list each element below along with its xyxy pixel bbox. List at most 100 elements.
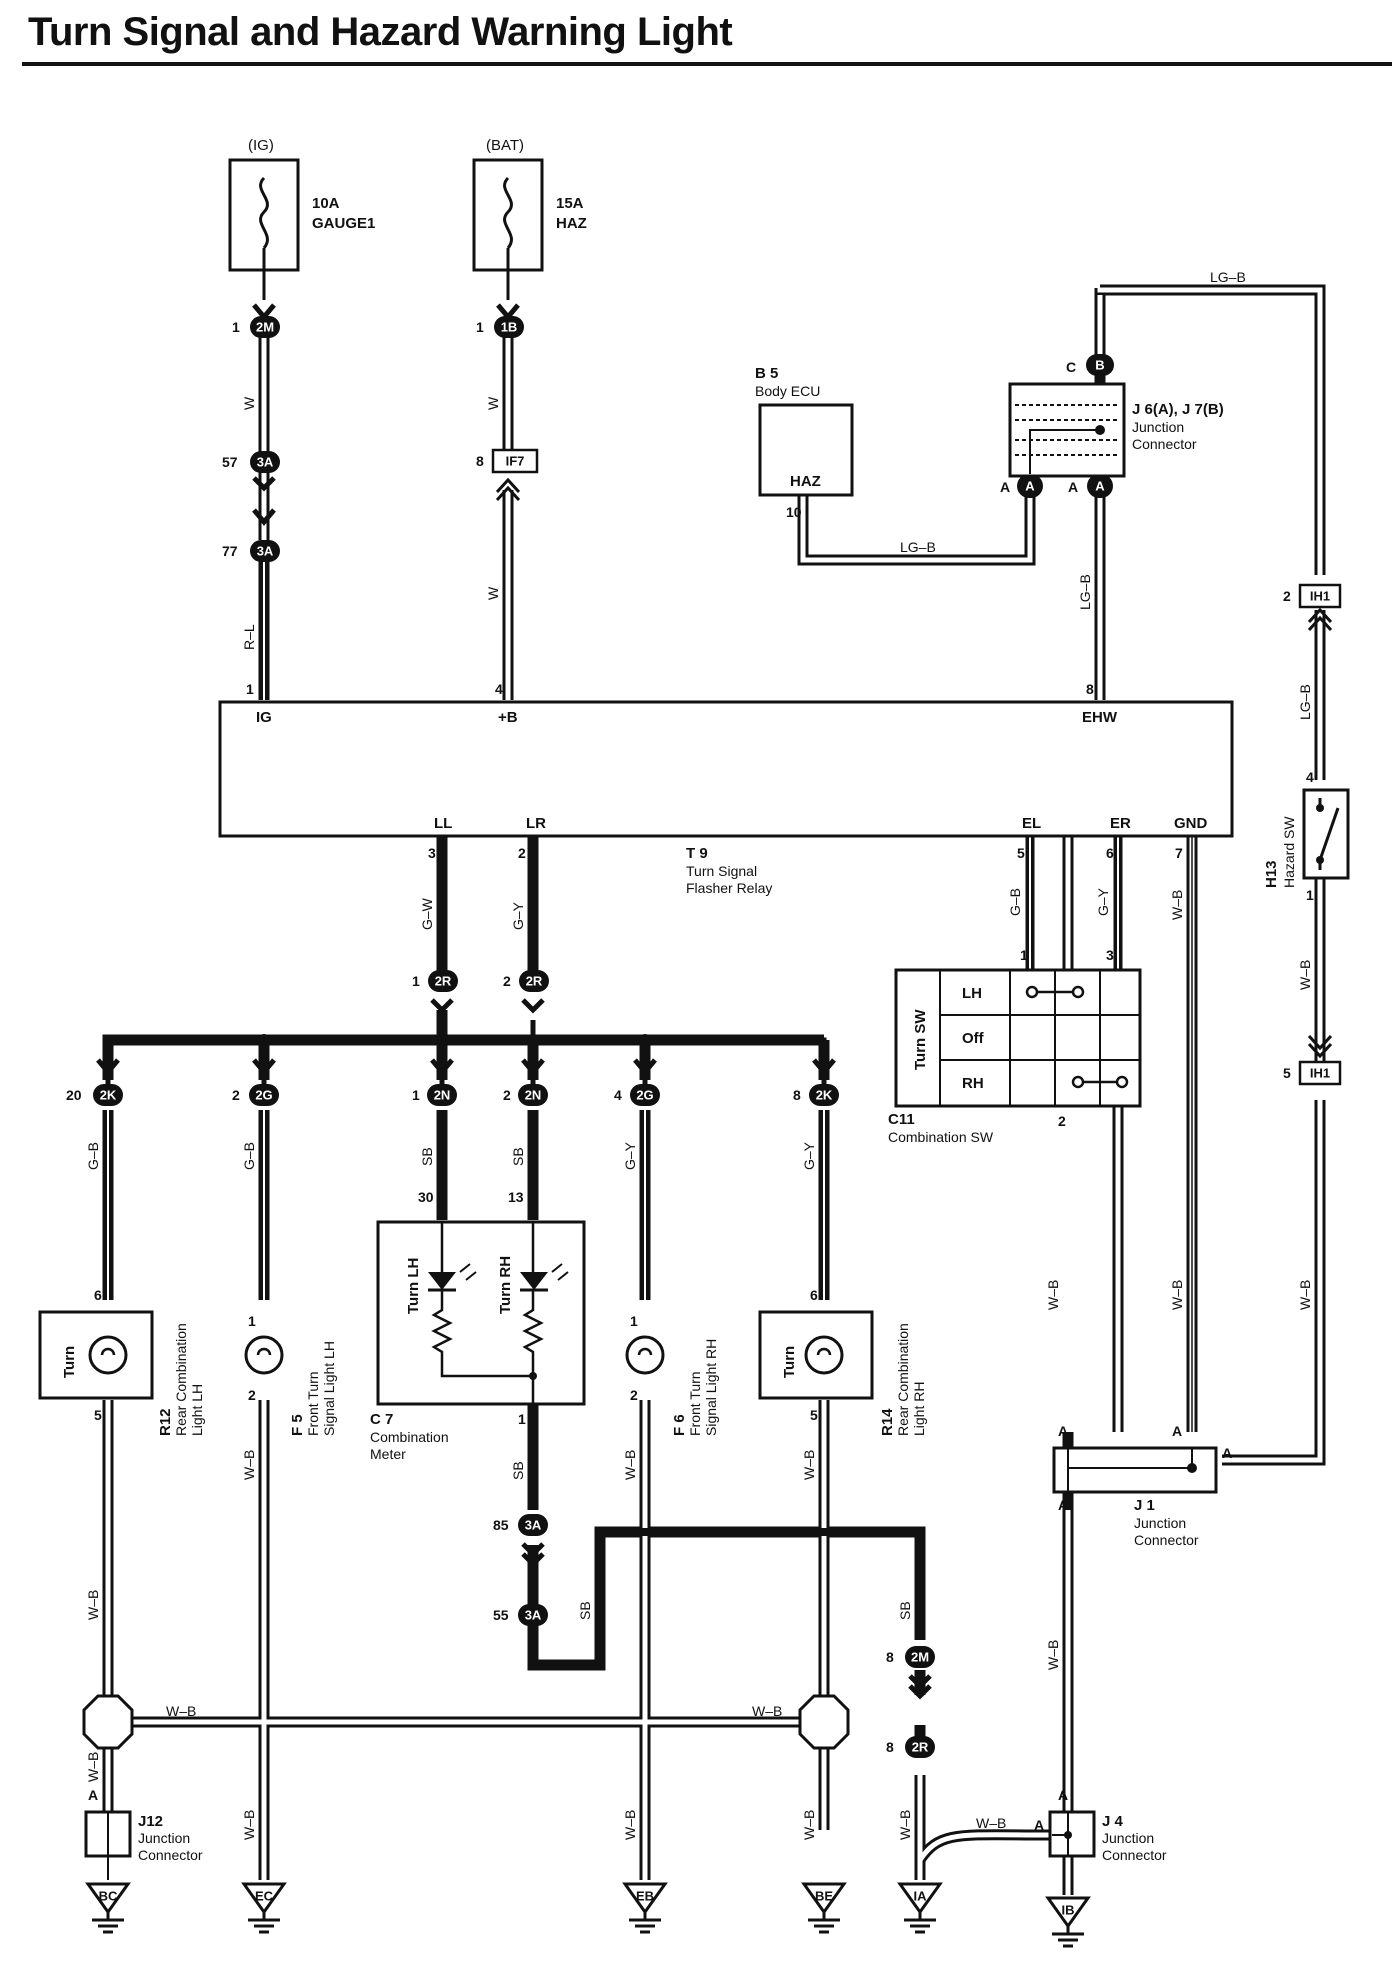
- svg-text:Junction: Junction: [1134, 1515, 1186, 1531]
- svg-text:LG–B: LG–B: [1297, 684, 1313, 720]
- front-turn-light-f5: 1 2 F 5 Front Turn Signal Light LH: [244, 1313, 337, 1436]
- svg-text:1: 1: [248, 1313, 256, 1329]
- connector-2M-top: 2M1: [232, 303, 280, 338]
- connector-2M-8: 2M8: [886, 1646, 935, 1700]
- ground-eb: EB: [623, 1882, 667, 1934]
- svg-text:5: 5: [1017, 845, 1025, 861]
- svg-text:Meter: Meter: [370, 1446, 406, 1462]
- svg-text:2: 2: [1283, 588, 1291, 604]
- fuse-source: (IG): [248, 137, 274, 154]
- svg-text:Light RH: Light RH: [911, 1382, 927, 1436]
- svg-text:Combination: Combination: [370, 1429, 449, 1445]
- svg-text:A: A: [1068, 479, 1078, 495]
- svg-text:77: 77: [222, 543, 238, 559]
- svg-text:1: 1: [412, 973, 420, 989]
- svg-text:F 5: F 5: [289, 1414, 306, 1436]
- svg-text:IH1: IH1: [1310, 1066, 1330, 1081]
- svg-text:IH1: IH1: [1310, 589, 1330, 604]
- connector-2G-2: 2G2: [232, 1058, 279, 1106]
- svg-text:IG: IG: [256, 709, 272, 726]
- connector-2K-8: 2K 8: [793, 1058, 839, 1106]
- svg-text:SB: SB: [897, 1601, 913, 1620]
- svg-text:W–B: W–B: [801, 1450, 817, 1480]
- svg-text:LG–B: LG–B: [1077, 574, 1093, 610]
- svg-text:Junction: Junction: [138, 1830, 190, 1846]
- svg-text:W–B: W–B: [801, 1810, 817, 1840]
- svg-text:1: 1: [1306, 887, 1314, 903]
- svg-text:10: 10: [786, 504, 802, 520]
- svg-text:2: 2: [1058, 1113, 1066, 1129]
- svg-text:Turn: Turn: [781, 1346, 798, 1378]
- svg-text:SB: SB: [419, 1147, 435, 1166]
- body-ecu-b5: B 5 Body ECU HAZ 10: [755, 365, 854, 520]
- junction-dots: [258, 1034, 651, 1046]
- svg-text:J 1: J 1: [1134, 1497, 1155, 1514]
- page-title: Turn Signal and Hazard Warning Light: [28, 10, 733, 54]
- connector-3A-77: 3A 77: [222, 476, 280, 562]
- svg-text:3A: 3A: [257, 455, 274, 470]
- svg-text:SB: SB: [510, 1461, 526, 1480]
- svg-text:SB: SB: [577, 1601, 593, 1620]
- svg-text:C11: C11: [888, 1111, 915, 1128]
- svg-text:EHW: EHW: [1082, 709, 1118, 726]
- fuse-rating: 15A: [556, 195, 584, 212]
- svg-text:5: 5: [1283, 1065, 1291, 1081]
- svg-text:W–B: W–B: [166, 1703, 196, 1719]
- svg-text:Connector: Connector: [1134, 1532, 1199, 1548]
- svg-text:SB: SB: [510, 1147, 526, 1166]
- fuse-rating: 10A: [312, 195, 340, 212]
- connector-2R-2: 2R2: [503, 970, 549, 1014]
- svg-text:Turn RH: Turn RH: [497, 1256, 514, 1314]
- fuse-source: (BAT): [486, 137, 524, 154]
- svg-text:4: 4: [614, 1087, 622, 1103]
- svg-text:C 7: C 7: [370, 1411, 393, 1428]
- connector-3A-57: 3A 57: [222, 451, 280, 473]
- rear-combination-light-r12: Turn 6 5 R12 Rear Combination Light LH: [38, 1287, 205, 1436]
- junction-j6-j7: J 6(A), J 7(B) Junction Connector: [1008, 382, 1224, 478]
- svg-text:1: 1: [412, 1087, 420, 1103]
- connector-IH1-2: IH1 2: [1283, 583, 1342, 632]
- svg-text:2M: 2M: [256, 320, 274, 335]
- grounds: BC EC EB BE IA IB: [86, 1882, 1090, 1948]
- splice-left: [82, 1694, 134, 1750]
- svg-text:W–B: W–B: [241, 1810, 257, 1840]
- svg-text:A: A: [88, 1787, 98, 1803]
- svg-text:3A: 3A: [257, 544, 274, 559]
- svg-text:7: 7: [1175, 845, 1183, 861]
- svg-text:A: A: [1025, 479, 1035, 494]
- connector-A-left: AA: [1000, 474, 1043, 498]
- svg-text:1: 1: [518, 1411, 526, 1427]
- svg-text:1: 1: [630, 1313, 638, 1329]
- svg-text:2R: 2R: [526, 974, 543, 989]
- svg-text:W–B: W–B: [897, 1810, 913, 1840]
- svg-text:IA: IA: [914, 1889, 928, 1904]
- svg-text:Signal Light LH: Signal Light LH: [321, 1341, 337, 1436]
- svg-text:Light LH: Light LH: [189, 1384, 205, 1436]
- svg-text:Front Turn: Front Turn: [305, 1371, 321, 1436]
- svg-text:2K: 2K: [816, 1088, 833, 1103]
- svg-text:4: 4: [495, 681, 503, 697]
- wire-labels: W W W R–L LG–B LG–B LG–B LG–B W–B G–W G–…: [85, 269, 1313, 1840]
- svg-text:LH: LH: [962, 985, 982, 1002]
- svg-text:1: 1: [476, 319, 484, 335]
- svg-text:2K: 2K: [100, 1088, 117, 1103]
- svg-text:W–B: W–B: [1169, 890, 1185, 920]
- svg-text:57: 57: [222, 454, 238, 470]
- svg-text:IB: IB: [1062, 1903, 1075, 1918]
- svg-text:ER: ER: [1110, 815, 1131, 832]
- svg-text:W–B: W–B: [1045, 1640, 1061, 1670]
- connector-1B: 1B1: [476, 303, 524, 338]
- svg-text:8: 8: [793, 1087, 801, 1103]
- svg-text:R12: R12: [157, 1408, 174, 1436]
- svg-text:W: W: [485, 586, 501, 600]
- connector-2N-1: 2N1: [412, 1058, 457, 1106]
- svg-text:A: A: [1095, 479, 1105, 494]
- svg-text:Turn LH: Turn LH: [405, 1258, 422, 1314]
- ground-bc: BC: [86, 1882, 130, 1934]
